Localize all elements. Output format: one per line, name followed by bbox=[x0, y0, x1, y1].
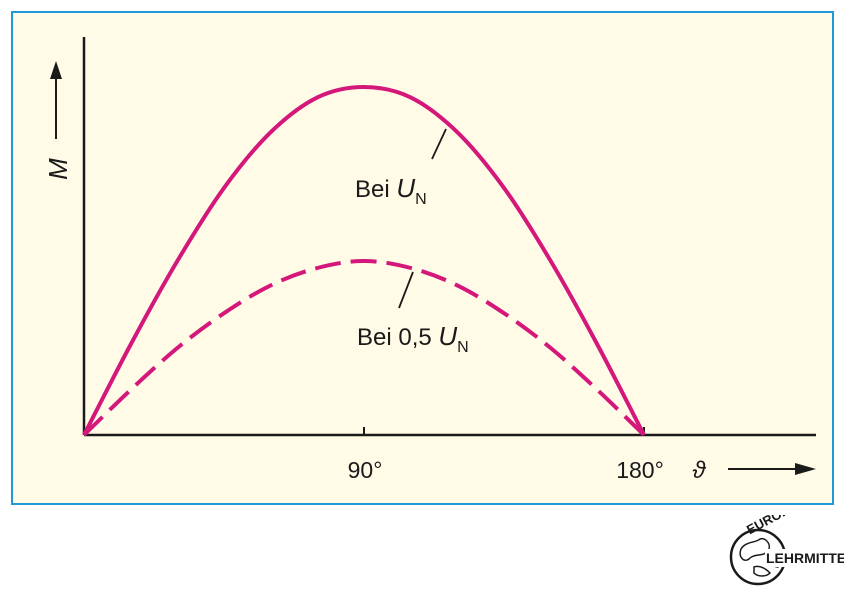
y-axis-arrow-head bbox=[50, 61, 62, 79]
logo-text-bottom: LEHRMITTEL bbox=[766, 550, 844, 566]
series-line-half-voltage bbox=[82, 258, 646, 437]
x-tick-label-180: 180° bbox=[616, 457, 664, 483]
x-axis-arrow-head bbox=[795, 463, 816, 475]
series-line-full-voltage bbox=[82, 84, 646, 436]
series-label-full-voltage: Bei UN bbox=[355, 173, 427, 208]
chart-svg: M 90° 180° ϑ Bei UN Bei 0,5 UN bbox=[43, 37, 816, 484]
y-axis-label: M bbox=[43, 158, 73, 180]
chart-panel: M 90° 180° ϑ Bei UN Bei 0,5 UN bbox=[11, 11, 834, 505]
leader-line-full-voltage bbox=[431, 128, 447, 160]
x-axis-label: ϑ bbox=[692, 457, 706, 484]
series-label-half-voltage: Bei 0,5 UN bbox=[357, 321, 469, 356]
publisher-logo: EUROPA LEHRMITTEL bbox=[716, 498, 848, 595]
leader-line-half-voltage bbox=[398, 271, 414, 309]
x-tick-label-90: 90° bbox=[348, 457, 383, 483]
